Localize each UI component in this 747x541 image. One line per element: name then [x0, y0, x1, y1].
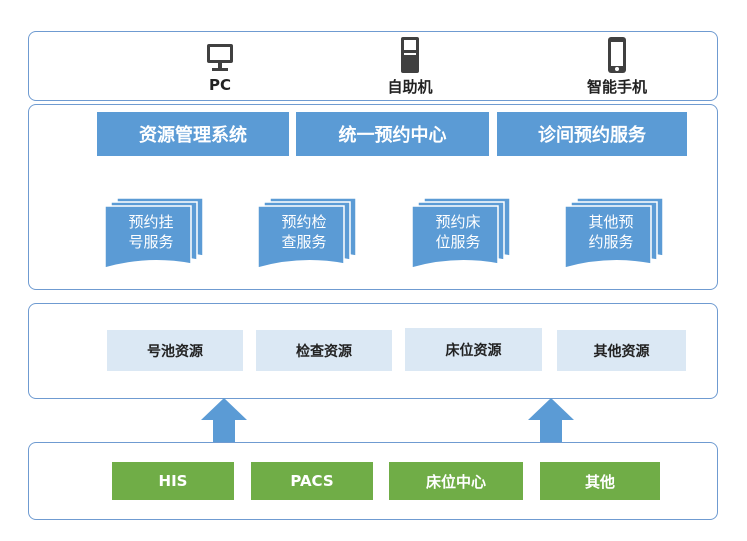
document-stack-icon [105, 197, 204, 269]
platform-box-clinic-booking: 诊间预约服务 [497, 112, 687, 156]
service-doc-bed: 预约床 位服务 [412, 196, 512, 269]
resource-box-number-pool: 号池资源 [107, 330, 243, 371]
service-doc-registration: 预约挂 号服务 [105, 196, 205, 269]
client-label: 智能手机 [586, 78, 647, 96]
resource-box-bed: 床位资源 [405, 328, 542, 371]
source-box-other: 其他 [540, 462, 660, 500]
source-box-pacs: PACS [251, 462, 373, 500]
up-arrow-icon [528, 398, 574, 444]
resource-box-examination: 检查资源 [256, 330, 392, 371]
source-box-bed-center: 床位中心 [389, 462, 523, 500]
client-panel [28, 31, 718, 101]
smartphone-icon [608, 37, 626, 73]
resource-box-other: 其他资源 [557, 330, 686, 371]
up-arrow-icon [201, 398, 247, 444]
platform-box-resource-management: 资源管理系统 [97, 112, 289, 156]
document-stack-icon [412, 197, 511, 269]
client-kiosk: 自助机 [380, 36, 440, 97]
client-label: 自助机 [387, 78, 433, 96]
document-stack-icon [258, 197, 357, 269]
service-label: 预约床 位服务 [435, 213, 481, 251]
source-box-his: HIS [112, 462, 234, 500]
service-doc-examination: 预约检 查服务 [258, 196, 358, 269]
service-label: 预约检 查服务 [281, 213, 327, 251]
service-label: 预约挂 号服务 [128, 213, 174, 251]
service-label: 其他预 约服务 [588, 213, 634, 251]
kiosk-icon [401, 37, 419, 73]
monitor-icon [207, 44, 233, 71]
platform-box-booking-center: 统一预约中心 [296, 112, 489, 156]
service-doc-other: 其他预 约服务 [565, 196, 665, 269]
document-stack-icon [565, 197, 664, 269]
client-smartphone: 智能手机 [572, 36, 662, 97]
client-label: PC [208, 76, 231, 94]
client-pc: PC [190, 42, 250, 94]
